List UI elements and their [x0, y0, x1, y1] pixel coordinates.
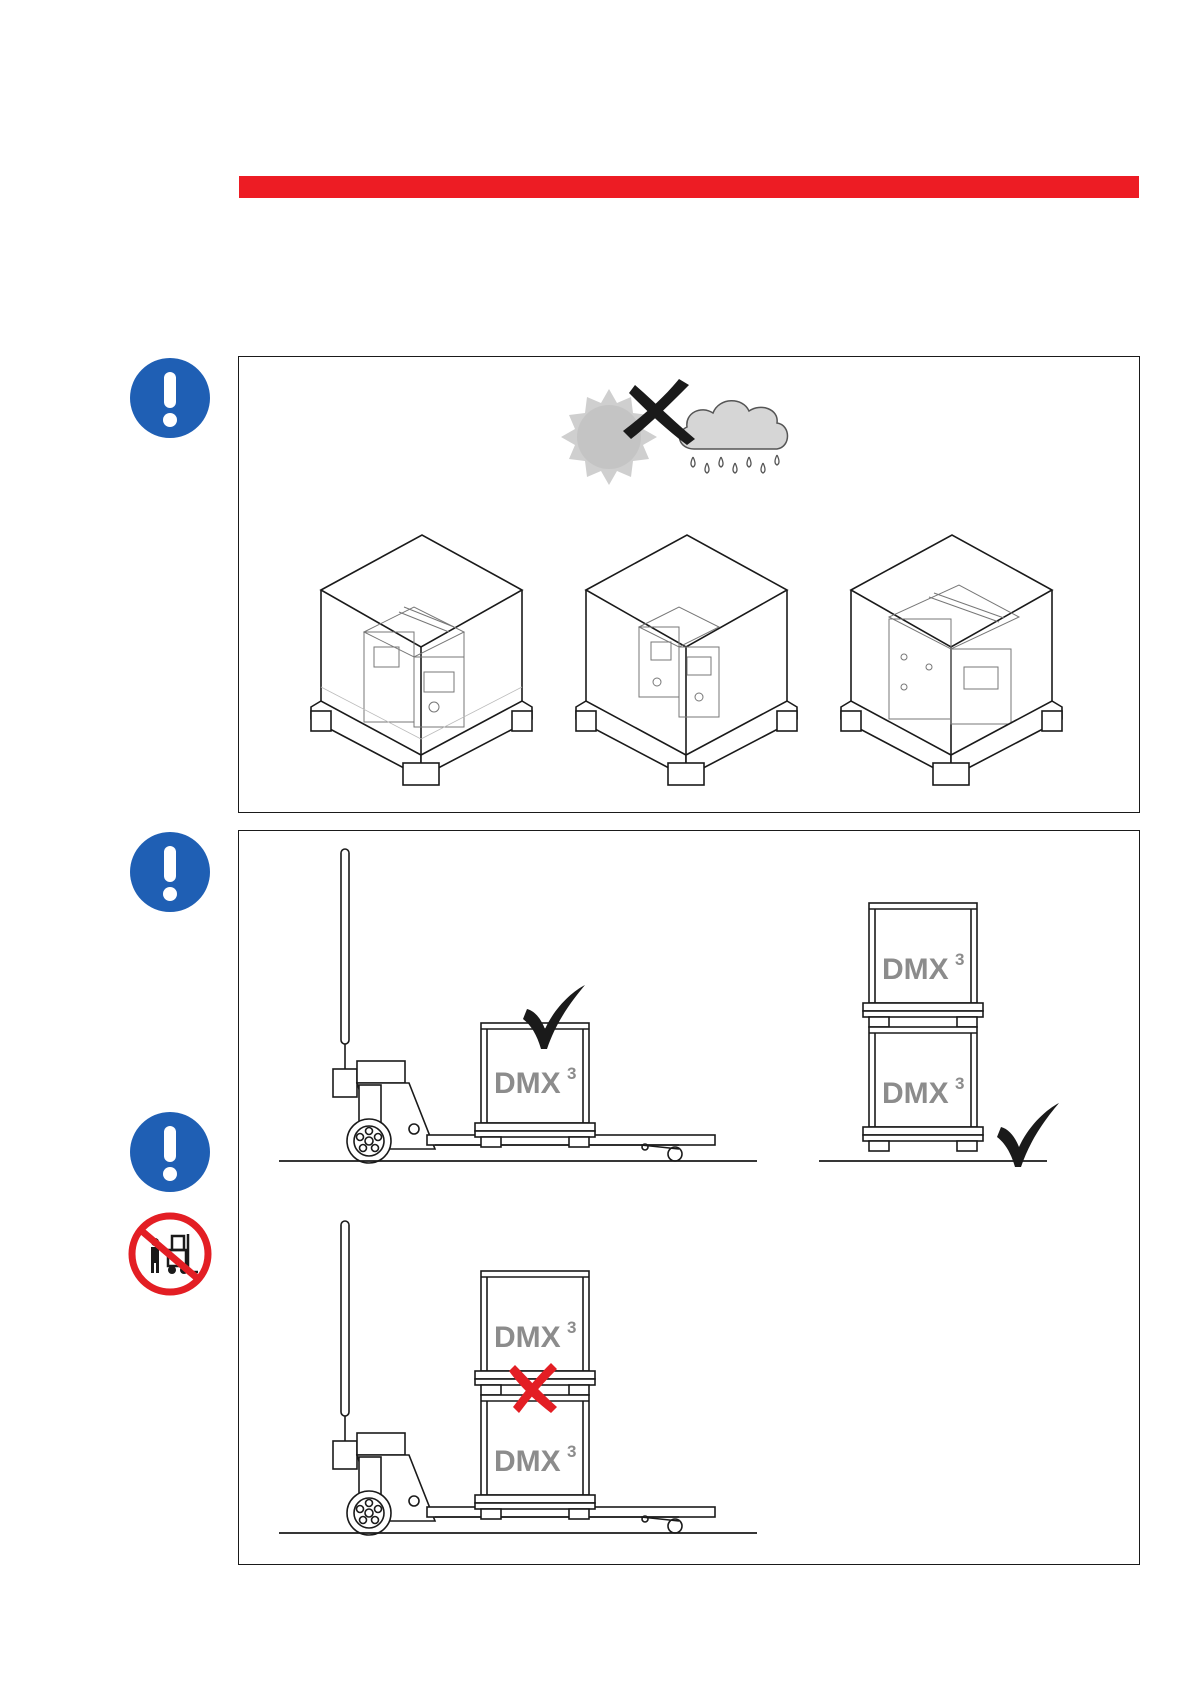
box-label-sup: 3 [567, 1318, 576, 1337]
packaged-breaker-side [576, 535, 797, 785]
handling-illustration-panel: DMX 3 DMX 3 DMX 3 DMX 3 DMX [238, 830, 1140, 1565]
box-label: DMX [494, 1445, 561, 1478]
pallet-truck-single-box: DMX 3 [279, 849, 757, 1163]
box-label: DMX [882, 953, 949, 986]
box-label: DMX [882, 1077, 949, 1110]
check-mark-icon [997, 1103, 1059, 1167]
mandatory-notice-icon-1 [128, 356, 212, 440]
stacked-boxes-on-floor: DMX 3 DMX 3 [819, 903, 1059, 1167]
box-label: DMX [494, 1321, 561, 1354]
header-accent-bar [239, 176, 1139, 198]
box-label-sup: 3 [955, 950, 964, 969]
pallet-truck-stacked-boxes: DMX 3 DMX 3 [279, 1221, 757, 1535]
cross-mark-icon [623, 379, 695, 445]
storage-illustration-panel [238, 356, 1140, 813]
no-pedestrians-forklift-icon [128, 1212, 212, 1296]
box-label-sup: 3 [567, 1442, 576, 1461]
box-label-sup: 3 [567, 1064, 576, 1083]
box-label-sup: 3 [955, 1074, 964, 1093]
packaged-breaker-front [311, 535, 532, 785]
packaged-breaker-rear [841, 535, 1062, 785]
mandatory-notice-icon-2 [128, 830, 212, 914]
mandatory-notice-icon-3 [128, 1110, 212, 1194]
box-label: DMX [494, 1067, 561, 1100]
rain-cloud-icon [680, 401, 788, 473]
